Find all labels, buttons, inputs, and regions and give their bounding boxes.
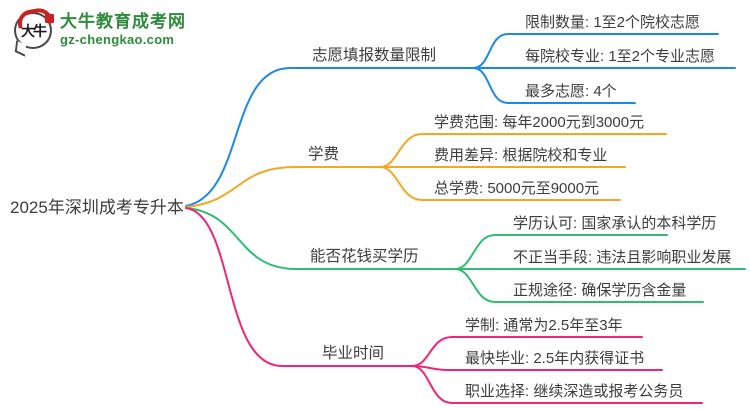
leaf-node: 总学费: 5000元至9000元: [434, 180, 600, 197]
branch-lines-blue: [185, 33, 736, 207]
leaf-node: 费用差异: 根据院校和专业: [434, 147, 608, 164]
branch-node-graduation-time: 毕业时间: [322, 345, 385, 362]
logo-text-block: 大牛教育成考网 gz-chengkao.com: [60, 12, 186, 48]
branch-lines-pink: [185, 207, 703, 404]
leaf-node: 职业选择: 继续深造或报考公务员: [465, 383, 684, 400]
leaf-node: 不正当手段: 违法且影响职业发展: [513, 249, 732, 266]
leaf-node: 最快毕业: 2.5年内获得证书: [465, 350, 645, 367]
branch-node-volunteer-limit: 志愿填报数量限制: [312, 47, 437, 64]
logo-bubble-text: 大牛: [21, 22, 47, 39]
dainiu-speech-bubble-icon: 大牛: [14, 6, 54, 49]
leaf-node: 学费范围: 每年2000元到3000元: [434, 114, 645, 131]
logo-subtitle: gz-chengkao.com: [60, 32, 175, 47]
branch-node-tuition: 学费: [308, 146, 340, 163]
leaf-node: 学制: 通常为2.5年至3年: [465, 317, 623, 334]
leaf-node: 正规途径: 确保学历含金量: [513, 282, 687, 299]
leaf-node: 限制数量: 1至2个院校志愿: [525, 14, 701, 31]
leaf-node: 每院校专业: 1至2个专业志愿: [525, 48, 716, 65]
branch-lines-orange: [185, 133, 667, 208]
logo-title: 大牛教育成考网: [60, 12, 186, 31]
site-logo: 大牛 大牛教育成考网 gz-chengkao.com: [14, 6, 186, 49]
leaf-node: 学历认可: 国家承认的本科学历: [513, 215, 717, 232]
branch-node-buy-diploma: 能否花钱买学历: [310, 248, 419, 265]
leaf-node: 最多志愿: 4个: [525, 83, 617, 100]
root-node: 2025年深圳成考专升本: [10, 198, 184, 217]
branch-lines-green: [185, 207, 746, 303]
logo-red-seal-icon: [45, 14, 54, 23]
